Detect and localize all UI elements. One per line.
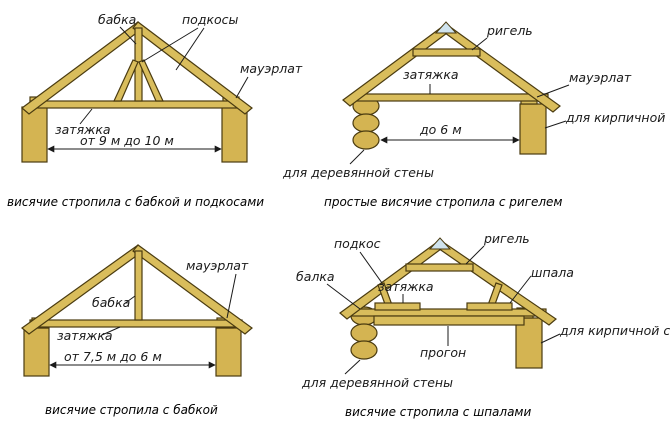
- ridge-plate: [434, 21, 458, 34]
- tie-beam: [351, 93, 549, 102]
- right-rafter: [132, 21, 253, 115]
- left-sleeper: [374, 302, 421, 311]
- label-tie: затяжка: [57, 328, 113, 343]
- truss-collar: ригель затяжка мауэрлат для кирпичной ст…: [282, 21, 670, 209]
- collar-beam: [412, 48, 481, 57]
- right-strut: [138, 59, 164, 102]
- purlin: [373, 315, 525, 326]
- label-sleeper: шпала: [531, 265, 574, 280]
- wood-log-2: [350, 323, 378, 343]
- label-strut: подкос: [334, 236, 381, 251]
- label-brick-wall: для кирпичной стены: [559, 323, 670, 338]
- label-purlin: прогон: [420, 345, 466, 360]
- caption-1: висячие стропила с бабкой и подкосами: [7, 195, 264, 209]
- left-strut: [113, 59, 139, 102]
- king-post: [134, 250, 143, 321]
- right-wall: [215, 327, 242, 377]
- label-kingpost: бабка: [92, 295, 130, 310]
- collar-beam: [405, 263, 474, 272]
- tie-beam: [29, 319, 243, 328]
- right-wall: [519, 103, 547, 155]
- label-tie: затяжка: [403, 67, 459, 82]
- left-wall: [21, 106, 48, 163]
- label-wallplate: мауэрлат: [186, 258, 249, 273]
- tie-beam: [29, 100, 243, 109]
- wood-log-3: [352, 130, 380, 150]
- label-kingpost: бабка: [98, 12, 136, 27]
- label-span: до 6 м: [419, 122, 462, 137]
- label-span: от 9 м до 10 м: [80, 133, 174, 148]
- label-struts: подкосы: [182, 12, 239, 27]
- label-collar: ригель: [486, 23, 533, 38]
- right-rafter: [132, 244, 253, 335]
- truss-sleepers: подкос ригель балка затяжка шпала для ки…: [296, 231, 670, 419]
- caption-3: висячие стропила с бабкой: [45, 403, 218, 417]
- truss-kingpost: мауэрлат бабка затяжка от 7,5 м до 6 м в…: [21, 244, 253, 417]
- caption-4: висячие стропила с шпалами: [345, 405, 531, 419]
- left-wall: [23, 327, 50, 377]
- label-wood-wall: для деревянной стены: [282, 165, 434, 180]
- ridge-plate: [428, 237, 452, 250]
- label-wallplate: мауэрлат: [569, 70, 632, 85]
- wood-log-3: [350, 340, 378, 360]
- label-tie: затяжка: [55, 122, 111, 137]
- label-brick-wall-1: для кирпичной стены: [565, 110, 670, 125]
- right-sleeper: [466, 302, 513, 311]
- right-wall: [515, 317, 543, 369]
- left-rafter: [21, 21, 144, 115]
- caption-2: простые висячие стропила с ригелем: [324, 195, 563, 209]
- label-beam: балка: [296, 269, 335, 284]
- label-tie: затяжка: [378, 279, 434, 294]
- wood-log-2: [352, 113, 380, 133]
- right-wall: [221, 106, 248, 163]
- label-collar: ригель: [483, 231, 530, 246]
- truss-kingpost-struts: бабка подкосы мауэрлат затяжка от 9 м до…: [7, 12, 303, 209]
- label-wallplate: мауэрлат: [240, 61, 303, 76]
- label-wood-wall: для деревянной стены: [301, 375, 453, 390]
- label-span: от 7,5 м до 6 м: [64, 349, 162, 364]
